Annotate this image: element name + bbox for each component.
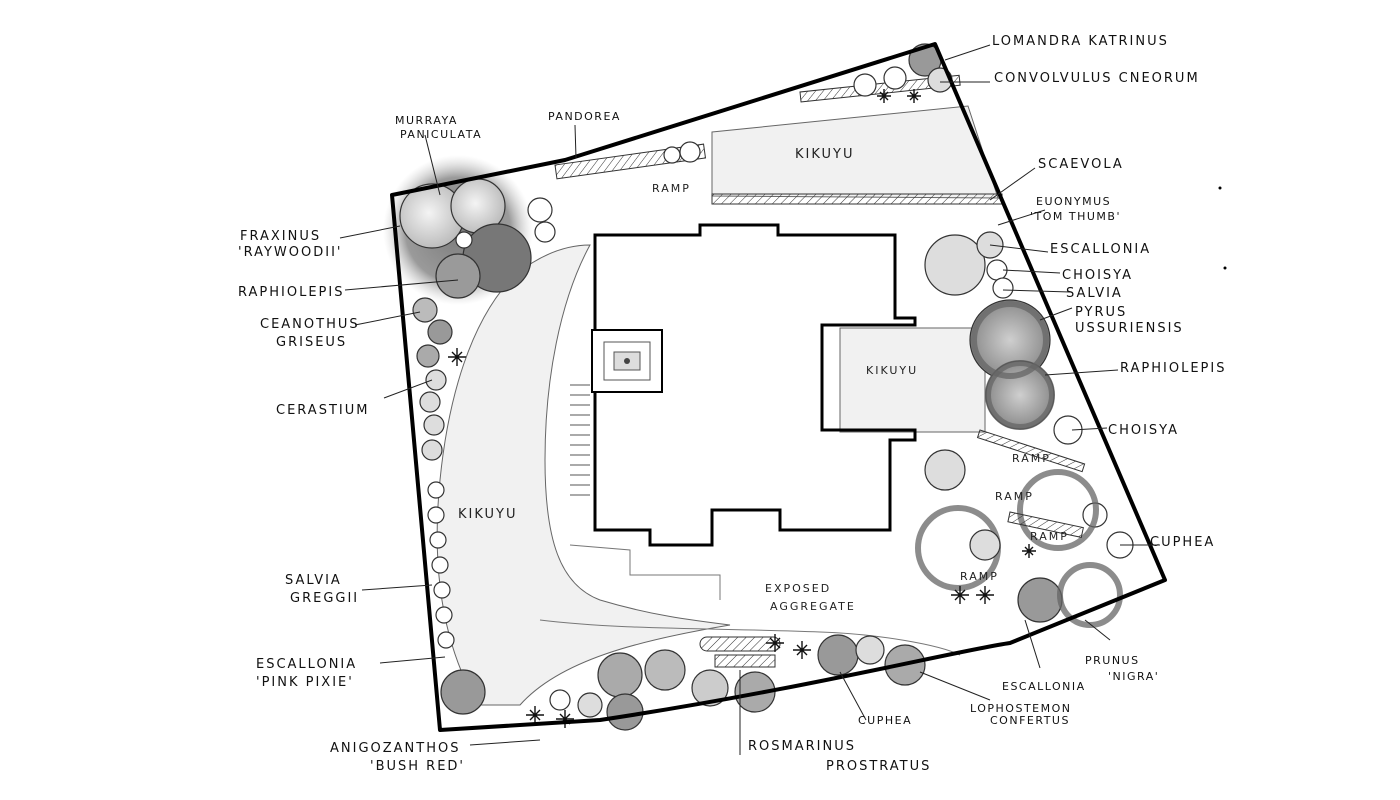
dot-mark: [1223, 266, 1227, 270]
label-raphiolepis-left: RAPHIOLEPIS: [238, 285, 344, 300]
label-pyrus-2: USSURIENSIS: [1075, 321, 1184, 336]
label-escallonia-pink-1: ESCALLONIA: [256, 657, 357, 672]
shrub: [435, 253, 481, 299]
paving-label-1: EXPOSED: [765, 582, 831, 595]
small-shrub: [534, 221, 556, 243]
label-prunus-1: PRUNUS: [1085, 654, 1140, 667]
label-choisya-right: CHOISYA: [1108, 423, 1179, 438]
right-bed-shrubs: [915, 231, 1134, 628]
label-salvia-greggii-2: GREGGII: [290, 591, 359, 606]
ramp-label-top: RAMP: [652, 182, 691, 195]
lawn-top: [711, 105, 999, 199]
label-fraxinus-2: 'RAYWOODII': [238, 245, 342, 260]
raised-bed: [714, 654, 776, 668]
label-cuphea-bottom: CUPHEA: [858, 714, 912, 727]
label-choisya-top: CHOISYA: [1062, 268, 1133, 283]
label-ceanothus-2: GRISEUS: [276, 335, 347, 350]
label-raphiolepis-right: RAPHIOLEPIS: [1120, 361, 1226, 376]
lawn-left-label: KIKUYU: [458, 507, 518, 522]
hedge-row: [699, 636, 781, 652]
dot-mark: [1218, 186, 1222, 190]
label-lomandra: LOMANDRA KATRINUS: [992, 34, 1169, 49]
courtyard-feature: [603, 341, 651, 381]
label-ceanothus-1: CEANOTHUS: [260, 317, 360, 332]
bottom-bed-shrubs: [549, 634, 926, 731]
property-boundary: [390, 42, 1167, 732]
label-anigozanthos-2: 'BUSH RED': [370, 759, 465, 774]
label-pandorea: PANDOREA: [548, 110, 621, 123]
label-scaevola: SCAEVOLA: [1038, 157, 1124, 172]
ramp-label-right-2: RAMP: [995, 490, 1034, 503]
lawn-left: [436, 244, 731, 706]
steps: [570, 384, 590, 496]
paving-outline: [539, 544, 961, 656]
label-convolvulus: CONVOLVULUS CNEORUM: [994, 71, 1200, 86]
small-shrub: [527, 197, 553, 223]
lawn-right: [839, 327, 986, 433]
label-murraya-1: MURRAYA: [395, 114, 458, 127]
label-cerastium: CERASTIUM: [276, 403, 369, 418]
star-plants: [448, 89, 1036, 728]
ramp-label-right-1: RAMP: [1012, 452, 1051, 465]
label-murraya-2: PANICULATA: [400, 128, 482, 141]
label-prunus-2: 'NIGRA': [1108, 670, 1159, 683]
lawn-right-label: KIKUYU: [866, 364, 918, 377]
label-fraxinus-1: FRAXINUS: [240, 229, 321, 244]
label-euonymus-1: EUONYMUS: [1036, 195, 1111, 208]
lawn-top-label: KIKUYU: [795, 147, 855, 162]
label-lophostemon-1: LOPHOSTEMON: [970, 702, 1072, 715]
paving-label-2: AGGREGATE: [770, 600, 856, 613]
label-anigozanthos-1: ANIGOZANTHOS: [330, 741, 460, 756]
label-rosmarinus-1: ROSMARINUS: [748, 739, 856, 754]
label-escallonia-bottom: ESCALLONIA: [1002, 680, 1086, 693]
top-hedges: [554, 43, 1003, 205]
leader-lines: [339, 44, 1160, 755]
label-pyrus-1: PYRUS: [1075, 305, 1127, 320]
ramp-label-right-3: RAMP: [1030, 530, 1069, 543]
label-euonymus-2: 'TOM THUMB': [1030, 210, 1121, 223]
feature-dot: [455, 231, 473, 249]
label-lophostemon-2: CONFERTUS: [990, 714, 1070, 727]
left-border-shrubs: [412, 297, 486, 715]
courtyard-center: [624, 358, 630, 364]
ramp-label-right-4: RAMP: [960, 570, 999, 583]
plant-labels: MURRAYA PANICULATA PANDOREA FRAXINUS 'RA…: [238, 34, 1226, 774]
house-footprint: [593, 223, 917, 547]
label-salvia-right: SALVIA: [1066, 286, 1123, 301]
label-escallonia-pink-2: 'PINK PIXIE': [256, 675, 354, 690]
label-cuphea-right: CUPHEA: [1150, 535, 1215, 550]
label-rosmarinus-2: PROSTRATUS: [826, 759, 931, 774]
label-escallonia-top: ESCALLONIA: [1050, 242, 1151, 257]
label-salvia-greggii-1: SALVIA: [285, 573, 342, 588]
